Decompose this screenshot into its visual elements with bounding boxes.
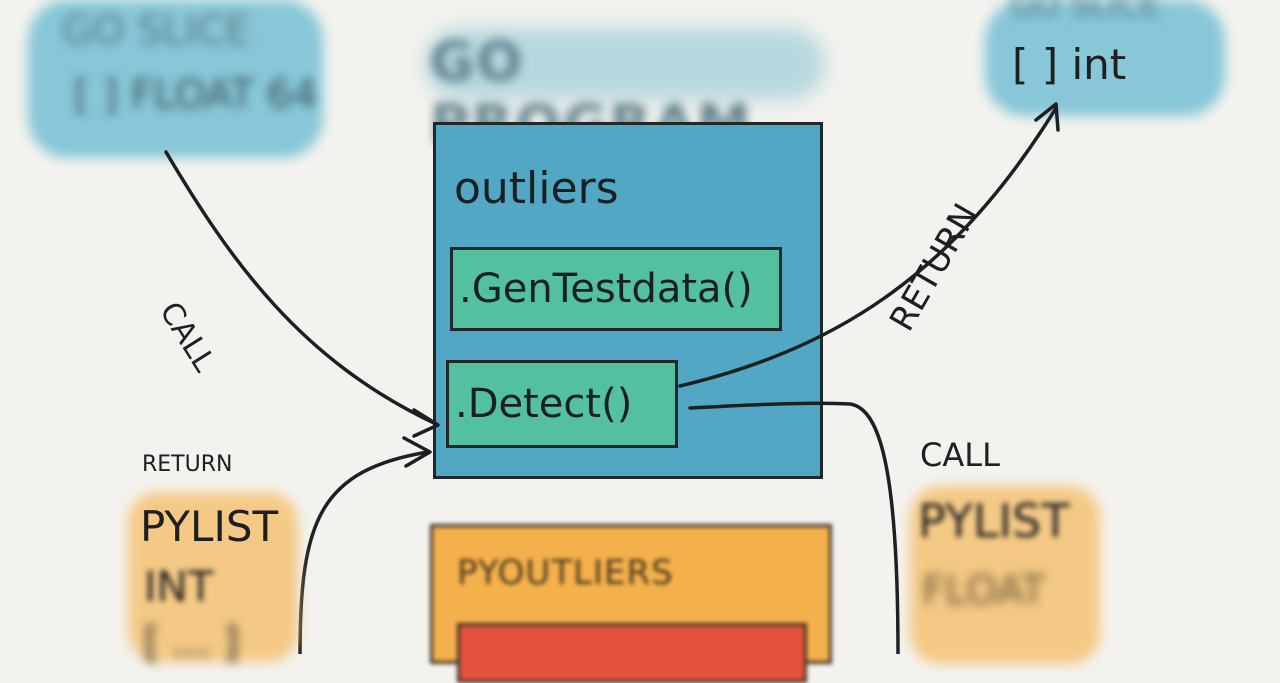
pylist-float-note-bg: [910, 486, 1100, 664]
return-arrow-left-head: [402, 436, 432, 468]
diagram-canvas: GO PROGRAM GO SLICE [ ] FLOAT 64 GO SLIC…: [28, 0, 1225, 683]
title-highlight: [425, 28, 825, 100]
pylist-float-line2: FLOAT: [922, 568, 1046, 614]
go-slice-float-line1: GO SLICE: [62, 8, 250, 54]
function-gentestdata: .GenTestdata(): [450, 247, 782, 331]
return-label-left: RETURN: [142, 452, 233, 477]
go-slice-int-line2: [ ] int: [1012, 40, 1127, 89]
function-detect-label: .Detect(): [455, 381, 633, 427]
pylist-int-line1: PYLIST: [140, 502, 279, 551]
call-label-right: CALL: [920, 436, 1000, 474]
go-slice-int-note-bg: [985, 0, 1225, 116]
return-arrow-left: [298, 450, 430, 654]
function-detect: .Detect(): [446, 360, 678, 448]
pylist-int-line3: [ ... ]: [144, 620, 239, 666]
flow-arrows: [164, 102, 1060, 654]
python-package-box: PYOUTLIERS: [430, 524, 832, 683]
go-slice-float-line2: [ ] FLOAT 64: [74, 72, 318, 118]
pylist-float-line1: PYLIST: [918, 494, 1070, 548]
python-inner-box: [457, 623, 807, 683]
go-slice-float-note-bg: [28, 0, 323, 158]
return-arrow-right: [678, 106, 1058, 388]
call-line-right: [688, 401, 900, 654]
call-arrow-left-head: [412, 408, 440, 438]
call-arrow-left: [164, 150, 438, 426]
function-gentestdata-label: .GenTestdata(): [459, 266, 753, 312]
go-slice-int-line1: GO SLICE: [1010, 0, 1161, 24]
pylist-int-line2: INT: [144, 562, 214, 611]
return-arrow-right-head: [1034, 102, 1060, 132]
python-package-name: PYOUTLIERS: [457, 553, 674, 593]
go-package-name: outliers: [454, 163, 619, 214]
pylist-int-note-bg: [128, 492, 298, 662]
